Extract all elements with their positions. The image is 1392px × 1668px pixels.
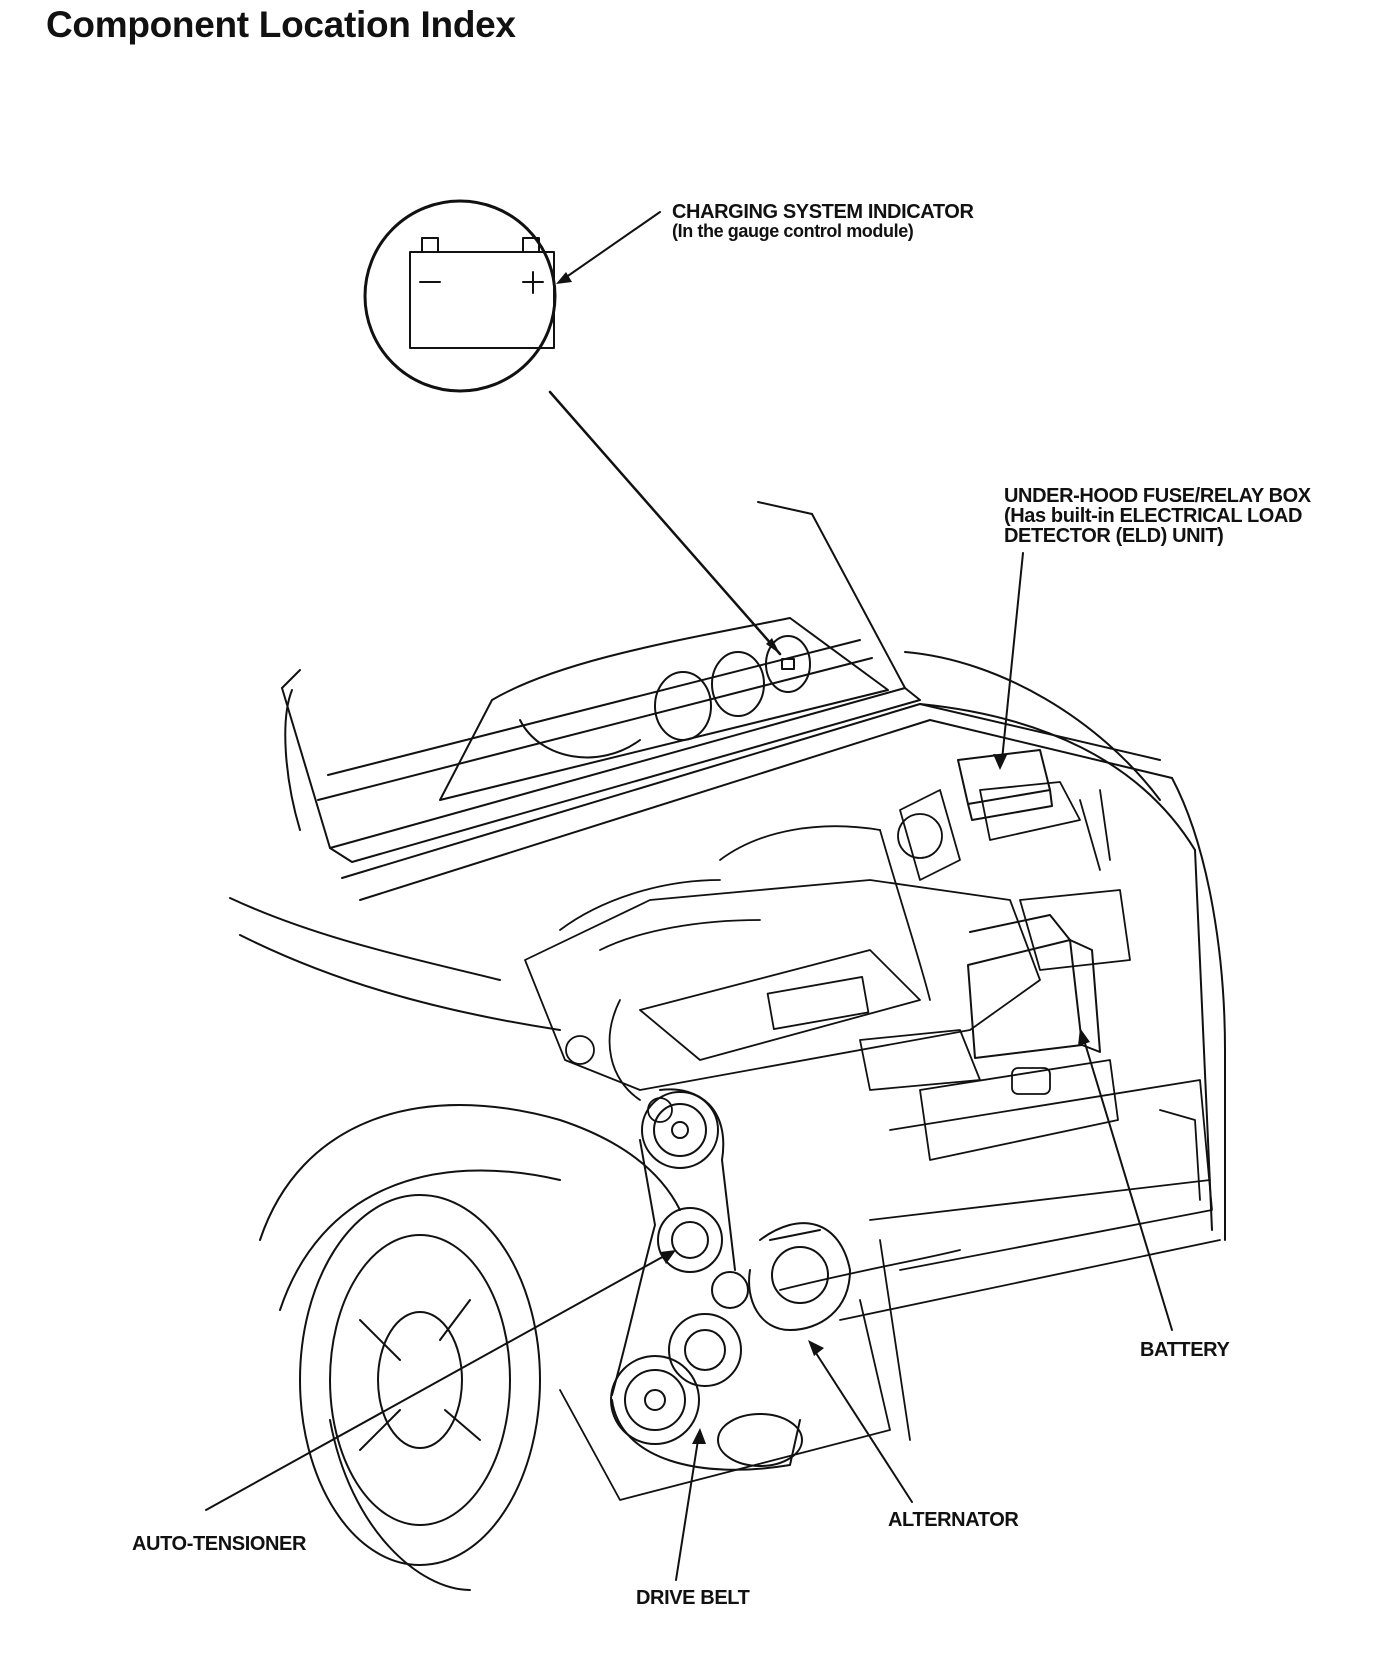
label-auto-tensioner: AUTO-TENSIONER [132, 1533, 307, 1555]
battery-icon [409, 237, 555, 349]
drive-belt-leader [675, 1428, 706, 1581]
charging-indicator-magnifier [363, 199, 782, 656]
label-drive-belt: DRIVE BELT [636, 1587, 750, 1609]
hood [281, 501, 921, 863]
fuse-box-leader [993, 552, 1024, 770]
engine-bay [524, 781, 1131, 1123]
label-alternator: ALTERNATOR [888, 1509, 1019, 1531]
front-wheel [259, 1104, 681, 1591]
battery-leader [1078, 1028, 1173, 1331]
fuse-relay-box [957, 749, 1053, 821]
page-title: Component Location Index [46, 4, 516, 45]
alternator-leader [808, 1340, 913, 1503]
dashboard [439, 617, 889, 801]
auto-tensioner-leader [205, 1250, 676, 1511]
label-charging-system-indicator: CHARGING SYSTEM INDICATOR (In the gauge … [672, 201, 974, 241]
belt-drive [610, 1088, 851, 1471]
label-under-hood-fuse-relay-box: UNDER-HOOD FUSE/RELAY BOX (Has built-in … [1004, 485, 1311, 547]
label-battery: BATTERY [1140, 1339, 1230, 1361]
body-outline [229, 651, 1226, 1241]
front-fascia [559, 1059, 1221, 1501]
battery [967, 914, 1101, 1059]
charging-indicator-leader [556, 211, 661, 284]
